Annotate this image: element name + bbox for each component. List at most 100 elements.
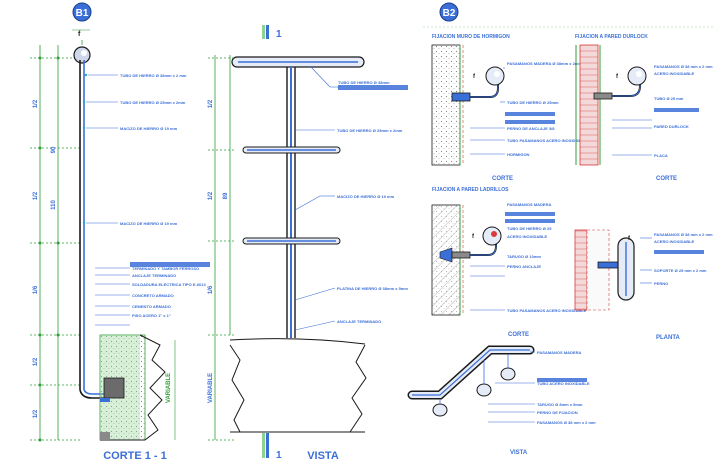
sub2-leader-3: TUBO Ø 25 mm	[654, 96, 684, 101]
leader-corte-7: SOLDADURA ELECTRICA TIPO E-6013	[132, 282, 206, 287]
sub5-leader-5: PASAMANOS Ø 38 mm x 2 mm	[537, 420, 596, 425]
leader-text-corte: TUBO DE HIERRO Ø 38mm x 2 mm TUBO DE HIE…	[120, 73, 206, 318]
sub1-leader-4: TUBO PASAMANOS ACERO INOXIDABLE	[507, 138, 587, 143]
sub1-leader-2: TUBO DE HIERRO Ø 25mm	[507, 100, 559, 105]
leader-corte-1: TUBO DE HIERRO Ø 38mm x 2 mm	[120, 73, 187, 78]
sub4-leader-3: SOPORTE Ø 25 mm x 2 mm	[654, 268, 707, 273]
detail-marker-b2: B2	[439, 2, 459, 22]
svg-text:f: f	[473, 74, 476, 80]
ground-vista	[229, 338, 367, 433]
dimension-labels-left: 1/2 1/2 1/6 1/2 1/2 90 110	[33, 99, 57, 418]
sub2-title: FIJACION A PARED DURLOCK	[575, 34, 648, 40]
sub5-leader-2: TUBO ACERO INOXIDABLE	[537, 381, 590, 386]
corte-1-1-section: B1 1/2 1/2 1/6 1/2 1/2 90 110	[30, 2, 210, 462]
sub5-caption: VISTA	[510, 450, 528, 456]
svg-text:f: f	[628, 236, 631, 242]
sub3-title: FIJACION A PARED LADRILLOS	[432, 187, 509, 193]
sub2-leader-1: PASAMANOS Ø 38 mm x 2 mm	[654, 64, 713, 69]
concrete-base	[99, 334, 166, 441]
detail-marker-b1: B1	[72, 2, 92, 22]
leader-vista-1: TUBO DE HIERRO Ø 38mm	[338, 80, 390, 85]
sub1-leader-1: PASAMANOS MADERA Ø 38mm x 2mm	[507, 61, 582, 66]
sub2-caption: CORTE	[656, 176, 677, 182]
dimension-labels-vista: 1/2 1/2 1/6 89 VARIABLE	[208, 99, 229, 403]
sub2-leader-2: ACERO INOXIDABLE	[654, 71, 695, 76]
marker-b1-text: B1	[76, 8, 89, 19]
sub3-leader-1: PASAMANOS MADERA	[507, 202, 551, 207]
fixing-stair-view: PASAMANOS MADERA TUBO ACERO INOXIDABLE T…	[407, 345, 596, 456]
sub4-caption: PLANTA	[656, 335, 681, 341]
sub3-leader-4: TARUGO Ø 10mm	[507, 254, 541, 259]
svg-text:f: f	[616, 74, 619, 80]
dim-fraction-4: 1/2	[33, 357, 39, 366]
leader-corte-8: CONCRETO ARMADO	[132, 293, 174, 298]
caption-corte-1-1: CORTE 1 - 1	[103, 450, 167, 462]
section-mark-top: 1	[262, 25, 282, 40]
dim-fraction-2: 1/2	[33, 191, 39, 200]
sub3-leader-5: PERNO ANCLAJE	[507, 264, 541, 269]
dimension-chain-vista	[208, 55, 235, 441]
section-mark-top-text: 1	[276, 29, 282, 40]
dim-total-1: 90	[51, 146, 57, 153]
vista-dim-1: 1/2	[208, 99, 214, 108]
leader-vista-2: TUBO DE HIERRO Ø 25mm x 2mm	[337, 128, 403, 133]
svg-text:f: f	[472, 234, 475, 240]
dimension-ticks	[38, 56, 60, 442]
sub5-leader-4: PERNO DE FIJACION	[537, 410, 578, 415]
sub5-leader-1: PASAMANOS MADERA	[537, 350, 581, 355]
variable-label-vista: VARIABLE	[208, 373, 214, 403]
leader-corte-3: MACIZO DE HIERRO Ø 19 mm	[120, 126, 178, 131]
sub1-caption: CORTE	[492, 176, 513, 182]
vista-highlight-bar	[338, 85, 408, 90]
dim-fraction-1: 1/2	[33, 99, 39, 108]
sub4-leader-1: PASAMANOS Ø 38 mm x 2 mm	[654, 232, 713, 237]
vista-dim-3: 1/6	[208, 285, 214, 294]
fixing-concrete-wall: FIJACION MURO DE HORMIGON f PASAMANOS MA…	[431, 34, 587, 182]
leader-highlight-bar	[130, 262, 210, 267]
leaders-corte	[86, 74, 130, 326]
dim-total-2: 110	[51, 200, 57, 210]
leader-vista-3: MACIZO DE HIERRO Ø 19 mm	[337, 194, 395, 199]
svg-text:f: f	[78, 31, 81, 38]
leader-vista-4: PLATINA DE HIERRO Ø 38mm x 5mm	[337, 286, 408, 291]
leader-corte-10: PISO ACERO 1" x 1"	[132, 313, 171, 318]
sub3-leader-6: TUBO PASAMANOS ACERO INOXIDABLE	[507, 308, 587, 313]
dim-fraction-3: 1/6	[33, 285, 39, 294]
sub1-leader-3: PERNO DE ANCLAJE 3/8	[507, 126, 555, 131]
leader-corte-5: TERMINADO Y TAMBOR FERROSO	[132, 266, 199, 271]
top-rail	[231, 56, 365, 68]
section-mark-bottom-text: 1	[276, 450, 282, 461]
leader-corte-2: TUBO DE HIERRO Ø 25mm x 2mm	[120, 100, 186, 105]
sub2-leader-4: PARED DURLOCK	[654, 124, 689, 129]
handrail-profile: f	[72, 29, 110, 399]
fixing-plan: f PASAMANOS Ø 38 mm x 2 mm ACERO INOXIDA…	[574, 229, 713, 341]
sub4-leader-4: PERNO	[654, 281, 668, 286]
vista-dim-total: 89	[223, 192, 229, 199]
marker-b2-text: B2	[443, 8, 456, 19]
sub3-caption: CORTE	[508, 332, 529, 338]
intermediate-rails	[242, 146, 341, 245]
vista-section: 1 1	[208, 25, 408, 462]
leader-dots-corte	[82, 73, 88, 225]
fixing-durlock-wall: FIJACION A PARED DURLOCK f PASAMANOS Ø 3…	[575, 34, 713, 182]
sub1-leader-5: HORMIGON	[507, 152, 530, 157]
leader-corte-4: MACIZO DE HIERRO Ø 19 mm	[120, 221, 178, 226]
sub2-leader-5: PLACA	[654, 153, 668, 158]
sub5-leader-3: TARUGO Ø 8mm x 5mm	[537, 402, 583, 407]
leaders-vista	[294, 65, 340, 331]
leader-corte-9: CEMENTO ARMADO	[132, 304, 171, 309]
dim-fraction-5: 1/2	[33, 409, 39, 418]
sub3-leader-3: ACERO INOXIDABLE	[507, 234, 548, 239]
sub1-title: FIJACION MURO DE HORMIGON	[432, 34, 510, 40]
leader-vista-5: ANCLAJE TERMINADO	[337, 319, 381, 324]
variable-label-corte: VARIABLE	[166, 373, 172, 403]
detail-b2: B2 FIJACION MURO DE HORMIGON f PASAMANOS…	[407, 2, 715, 456]
section-mark-bottom: 1	[262, 432, 282, 461]
sub3-leader-2: TUBO DE HIERRO Ø 25	[507, 226, 552, 231]
fixing-brick-wall: FIJACION A PARED LADRILLOS f PASAMANOS M…	[431, 187, 587, 338]
leader-text-vista: TUBO DE HIERRO Ø 38mm TUBO DE HIERRO Ø 2…	[337, 80, 408, 324]
leader-corte-6: ANCLAJE TERMINADO	[132, 273, 176, 278]
caption-vista: VISTA	[307, 450, 339, 462]
sub4-leader-2: ACERO INOXIDABLE	[654, 239, 695, 244]
